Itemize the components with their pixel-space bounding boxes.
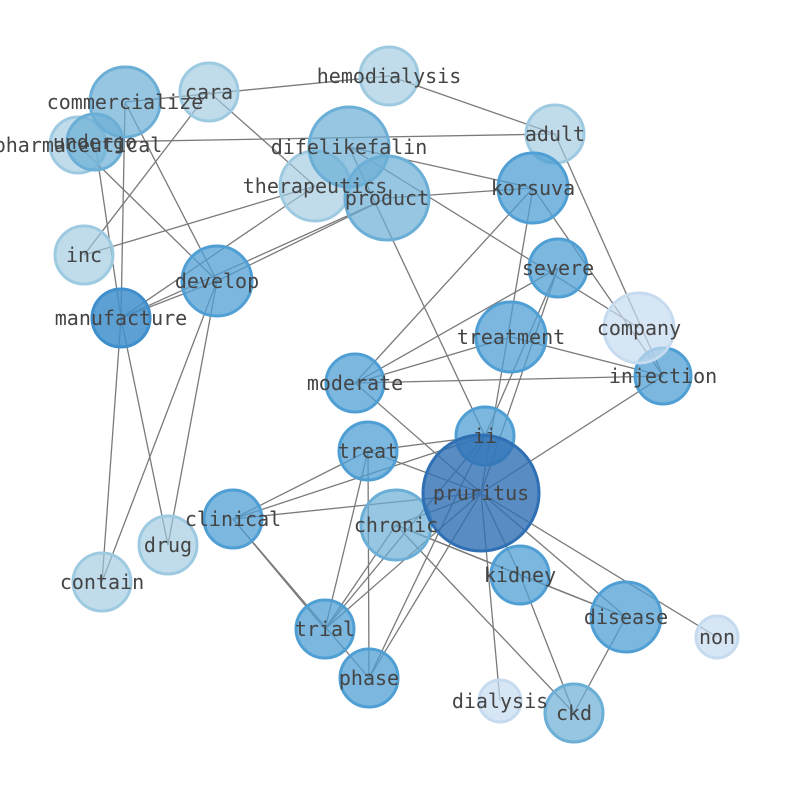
node-product[interactable] [343, 154, 431, 242]
node-label-chronic: chronic [354, 513, 438, 537]
node-label-therapeutics: therapeutics [243, 174, 388, 198]
node-korsuva[interactable] [496, 151, 570, 225]
edge-moderate-injection [354, 375, 664, 384]
node-label-manufacture: manufacture [55, 306, 187, 330]
edge-chronic-ckd [395, 524, 575, 714]
node-label-inc: inc [66, 243, 102, 267]
edge-severe-moderate [354, 267, 559, 384]
edge-manufacture-contain [101, 317, 122, 583]
edge-hemodialysis-commercialize [124, 75, 390, 103]
node-company[interactable] [602, 291, 676, 365]
edge-develop-drug [167, 280, 218, 546]
edge-therapeutics-inc [83, 185, 316, 256]
node-label-pruritus: pruritus [433, 481, 529, 505]
node-treatment[interactable] [474, 300, 548, 374]
node-label-contain: contain [60, 570, 144, 594]
node-inc[interactable] [53, 224, 115, 286]
node-label-treatment: treatment [457, 325, 565, 349]
node-phase[interactable] [338, 647, 400, 709]
node-trial[interactable] [294, 598, 356, 660]
node-develop[interactable] [180, 244, 254, 318]
node-pruritus[interactable] [421, 433, 541, 553]
node-label-dialysis: dialysis [452, 689, 548, 713]
node-label-ii: ii [473, 424, 497, 448]
node-label-non: non [699, 625, 735, 649]
node-clinical[interactable] [202, 488, 264, 550]
node-cara[interactable] [178, 61, 240, 123]
edge-product-manufacture [120, 197, 388, 319]
edge-korsuva-moderate [354, 187, 534, 384]
node-label-korsuva: korsuva [491, 176, 575, 200]
node-label-ckd: ckd [556, 701, 592, 725]
node-treat[interactable] [337, 420, 399, 482]
node-non[interactable] [694, 614, 740, 660]
node-drug[interactable] [137, 514, 199, 576]
node-kidney[interactable] [489, 544, 551, 606]
node-hemodialysis[interactable] [358, 45, 420, 107]
edge-develop-contain [101, 280, 218, 583]
node-ckd[interactable] [543, 682, 605, 744]
node-label-adult: adult [525, 122, 585, 146]
node-disease[interactable] [589, 580, 663, 654]
node-label-product: product [345, 186, 429, 210]
node-label-company: company [597, 316, 681, 340]
node-severe[interactable] [527, 237, 589, 299]
edge-treat-trial [324, 450, 369, 630]
edge-clinical-phase [232, 518, 370, 679]
node-label-moderate: moderate [307, 371, 403, 395]
node-label-clinical: clinical [185, 507, 281, 531]
nodes-layer [48, 45, 740, 744]
node-label-hemodialysis: hemodialysis [317, 64, 462, 88]
node-label-phase: phase [339, 666, 399, 690]
node-contain[interactable] [71, 551, 133, 613]
node-dialysis[interactable] [477, 678, 523, 724]
node-label-trial: trial [295, 617, 355, 641]
edge-cara-inc [83, 91, 210, 256]
node-label-treat: treat [338, 439, 398, 463]
node-label-difelikefalin: difelikefalin [271, 135, 428, 159]
node-label-commercialize: commercialize [47, 90, 204, 114]
node-label-pharmaceutical: pharmaceutical [0, 133, 162, 157]
node-manufacture[interactable] [90, 287, 152, 349]
node-label-cara: cara [185, 80, 233, 104]
node-label-develop: develop [175, 269, 259, 293]
node-label-severe: severe [522, 256, 594, 280]
node-commercialize[interactable] [88, 65, 162, 139]
node-label-disease: disease [584, 605, 668, 629]
node-label-kidney: kidney [484, 563, 556, 587]
node-moderate[interactable] [324, 352, 386, 414]
node-label-undergo: undergo [53, 130, 137, 154]
node-label-drug: drug [144, 533, 192, 557]
edge-manufacture-drug [120, 317, 169, 546]
node-label-injection: injection [609, 364, 717, 388]
